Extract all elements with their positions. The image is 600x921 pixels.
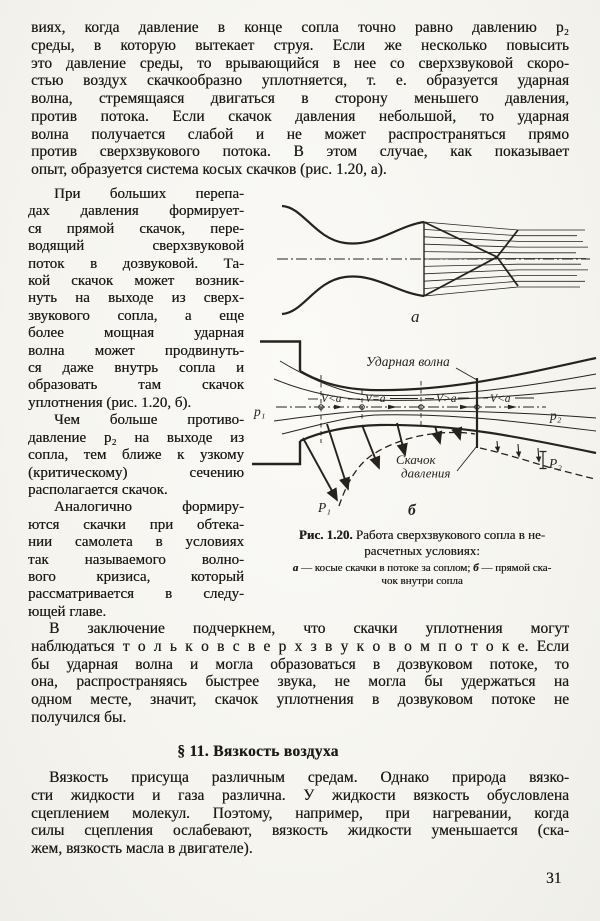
v-label-supersonic: V>a	[436, 393, 457, 405]
v-label-subsonic-1: V<a	[321, 393, 342, 405]
oblique-shock-lines	[423, 221, 519, 297]
channel-walls	[252, 340, 597, 466]
v-label-subsonic-2: V<a	[490, 393, 511, 405]
text-line: бы ударная волна и могла образоваться в …	[31, 655, 569, 673]
text-line: В заключение подчеркнем, что скачки упло…	[49, 620, 569, 637]
paragraph-wave-crisis: Аналогично формиру-ются скачки при обтек…	[28, 499, 244, 621]
text-line: волна, стремящаяся двигаться в сторону м…	[31, 90, 569, 107]
paragraph-conclusion: В заключение подчеркнем, что скачки упло…	[31, 620, 569, 727]
pressure-vectors-upstream	[302, 422, 463, 502]
flow-direction-arrows	[334, 404, 517, 410]
p2-magnitude-bracket	[539, 450, 547, 470]
text-line: стью воздух скачкообразно уплотняется, т…	[31, 72, 569, 90]
figure-1-20-a: а	[255, 193, 595, 333]
text-line: водящий сверхзвуковой	[28, 238, 244, 255]
shock-wave-pointer	[455, 367, 478, 381]
text-line: вого кризиса, который	[28, 568, 244, 585]
left-column: При больших перепа-дах давления формируе…	[28, 186, 244, 621]
text-line: нии самолета в условиях	[28, 534, 244, 551]
text-line: так называемого волно-	[28, 551, 244, 568]
velocity-labels: V<a V=a V>a V<a	[321, 393, 511, 405]
streamlines	[273, 360, 597, 435]
text-line: образовать там скачок	[28, 377, 244, 394]
figure-1-20-b: V<a V=a V>a V<a Ударная волна	[250, 338, 598, 523]
text-line: волна может продвинуть-	[28, 342, 244, 359]
text-line: поток в дозвуковой. Та-	[28, 255, 244, 272]
pressure-distribution-curve	[338, 431, 596, 507]
text-line: это давление среды, то врывающийся в нее…	[31, 54, 569, 72]
label-leader-dashes	[308, 397, 534, 400]
text-line: Вязкость присуща различным средам. Однак…	[49, 769, 569, 786]
v-label-sonic: V=a	[365, 393, 386, 405]
paragraph-viscosity: Вязкость присуща различным средам. Однак…	[31, 769, 569, 858]
shock-wave-annotation: Ударная волна	[366, 354, 450, 369]
nozzle-normal-shock-diagram: V<a V=a V>a V<a Ударная волна	[252, 340, 597, 519]
text-line: звукового сопла, а еще	[28, 307, 244, 324]
text-line: сцеплением молекул. Поэтому, например, п…	[31, 804, 569, 822]
p2-pressure-label: P₂	[548, 456, 562, 471]
text-line: Чем больше противо-	[54, 412, 244, 429]
text-line: волна получается слабой и не может распр…	[31, 125, 569, 143]
text-line: против сверхзвукового потока. В этом слу…	[31, 143, 569, 161]
subfigure-a-label: а	[411, 307, 420, 326]
text-line: (критическому) сечению	[28, 464, 244, 481]
text-line: ющей главе.	[28, 603, 107, 620]
section-heading: § 11. Вязкость воздуха	[177, 743, 339, 760]
caption-title-text: Работа сверхзвукового сопла в не-	[352, 527, 546, 542]
text-line: против потока. Если скачок давления небо…	[31, 107, 569, 125]
caption-sub-line1: а — косые скачки в потоке за соплом; б —…	[254, 562, 590, 575]
text-line: наблюдаться т о л ь к о в с в е р х з в …	[31, 637, 569, 655]
caption-figure-number: Рис. 1.20.	[298, 527, 353, 542]
pressure-jump-annotation-line1: Скачок	[396, 452, 436, 467]
text-line: располагается скачок.	[28, 481, 168, 498]
caption-sub-text2: — прямой ска-	[478, 562, 552, 574]
text-line: давление p₂ на выходе из	[28, 429, 244, 446]
paragraph-backpressure: Чем больше противо-давление p₂ на выходе…	[28, 412, 244, 499]
text-line: более мощная ударная	[28, 325, 244, 342]
text-line: ются скачки при обтека-	[28, 516, 244, 533]
text-line: одном месте, значит, скачок уплотнения в…	[31, 691, 569, 708]
p1-pressure-label: P₁	[317, 500, 331, 515]
nozzle-walls	[281, 204, 425, 316]
subfigure-b-label: б	[408, 502, 417, 519]
caption-sub-line2: чок внутри сопла	[381, 574, 463, 587]
text-line: кой скачок может возник-	[28, 273, 244, 290]
pressure-jump-annotation-line2: давления	[401, 466, 450, 481]
text-line: уплотнения (рис. 1.20, б).	[28, 394, 192, 411]
pressure-jump-pointer	[456, 445, 478, 472]
figure-caption: Рис. 1.20. Работа сверхзвукового сопла в…	[254, 527, 590, 587]
text-line: она, распространяясь быстрее звука, не м…	[31, 673, 569, 691]
text-line: сти жидкости и газа различна. У жидкости…	[31, 786, 569, 804]
text-line: нуть на выходе из сверх-	[28, 290, 244, 307]
p1-inlet-label: p₁	[253, 404, 265, 419]
page-number: 31	[546, 870, 562, 887]
caption-title-line2: расчетных условиях:	[364, 542, 480, 558]
text-line: среды, в которую вытекает струя. Если же…	[31, 36, 569, 54]
text-line: ся даже внутрь сопла и	[28, 360, 244, 377]
station-markers	[318, 404, 480, 410]
p2-outlet-label: p₂	[549, 408, 562, 423]
text-line: Аналогично формиру-	[54, 499, 244, 516]
text-line: При больших перепа-	[54, 186, 244, 202]
text-line: ся прямой скачок, пере-	[28, 220, 244, 237]
paragraph-direct-shock: При больших перепа-дах давления формируе…	[28, 186, 244, 412]
text-line: сопла, тем ближе к узкому	[28, 447, 244, 464]
text-line: получился бы.	[31, 708, 127, 726]
paragraph-intro: виях, когда давление в конце сопла точно…	[31, 19, 569, 179]
caption-sub-a: а	[292, 562, 299, 574]
caption-title-line1: Рис. 1.20. Работа сверхзвукового сопла в…	[254, 527, 590, 543]
caption-sub-text1: — косые скачки в потоке за соплом;	[298, 562, 474, 574]
pressure-vectors-downstream	[494, 440, 542, 463]
text-line: силы сцепления ослабевают, вязкость жидк…	[31, 822, 569, 840]
nozzle-oblique-shocks-diagram: а	[277, 204, 590, 326]
text-line: опыт, образуется система косых скачков (…	[31, 161, 387, 178]
caption-sub-b: б	[473, 562, 479, 574]
text-line: дах давления формирует-	[28, 203, 244, 220]
text-line: жем, вязкость масла в двигателе).	[31, 840, 253, 857]
text-line: рассматривается в следу-	[28, 586, 244, 603]
text-line: виях, когда давление в конце сопла точно…	[31, 19, 569, 36]
